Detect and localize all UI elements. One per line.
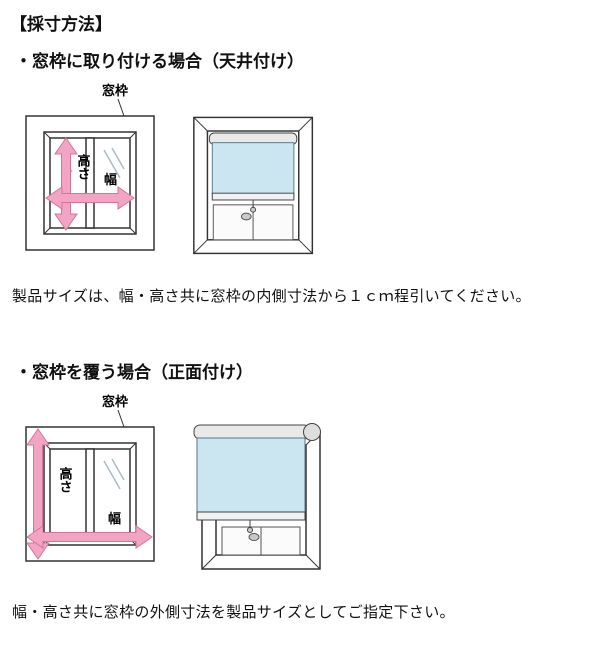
height-label: 高さ bbox=[57, 466, 73, 493]
width-label: 幅 bbox=[104, 172, 117, 188]
glass-reflection-lines bbox=[103, 458, 125, 490]
inside-mount-illustrations: 窓枠 高さ 幅 bbox=[20, 80, 590, 275]
frame-depth-lines bbox=[43, 131, 137, 235]
front-mount-illustrations: 窓枠 高さ 幅 bbox=[20, 391, 590, 591]
height-label: 高さ bbox=[75, 153, 91, 180]
pull-knob bbox=[250, 206, 256, 213]
frame-label-pointer bbox=[117, 98, 125, 117]
sash-lock bbox=[240, 212, 252, 221]
pull-knob bbox=[247, 527, 253, 533]
window-frame-inner-measure-diagram: 窓枠 高さ 幅 bbox=[25, 83, 155, 251]
frame-bevel-lines bbox=[193, 117, 313, 254]
front-mount-note: 幅・高さ共に窓枠の外側寸法を製品サイズとしてご指定下さい。 bbox=[12, 603, 455, 621]
window-mullion bbox=[85, 448, 95, 540]
bottom-rail bbox=[211, 192, 295, 201]
inside-mount-note: 製品サイズは、幅・高さ共に窓枠の内側寸法から１ｃｍ程引いてください。 bbox=[12, 287, 531, 305]
blind-fabric bbox=[211, 142, 295, 196]
page-title: 【採寸方法】 bbox=[10, 15, 112, 35]
measurement-guide-page: 【採寸方法】 ・窓枠に取り付ける場合（天井付け） bbox=[10, 15, 590, 622]
roller-tube bbox=[193, 424, 311, 440]
roller-blind-inside-diagram bbox=[193, 116, 314, 255]
height-arrow bbox=[54, 137, 78, 231]
frame-label: 窓枠 bbox=[102, 83, 128, 99]
bottom-rail bbox=[196, 511, 306, 521]
section-inside-mount: ・窓枠に取り付ける場合（天井付け） bbox=[10, 47, 590, 306]
frame-label-pointer bbox=[117, 409, 125, 428]
window-frame-outer-measure-diagram: 窓枠 高さ 幅 bbox=[25, 394, 155, 562]
section-front-mount: ・窓枠を覆う場合（正面付け） bbox=[10, 358, 590, 622]
width-arrow bbox=[26, 525, 153, 549]
roller-end-cap bbox=[303, 423, 321, 441]
blind-fabric bbox=[196, 437, 306, 515]
sash-lock bbox=[248, 533, 260, 541]
section-heading-front-mount: ・窓枠を覆う場合（正面付け） bbox=[15, 363, 253, 383]
lower-window bbox=[221, 526, 301, 556]
width-arrow bbox=[45, 186, 135, 210]
section-heading-inside-mount: ・窓枠に取り付ける場合（天井付け） bbox=[15, 52, 304, 72]
height-arrow bbox=[26, 428, 50, 560]
width-label: 幅 bbox=[108, 511, 121, 527]
window-mullion bbox=[85, 137, 95, 229]
roller-blind-covering-diagram bbox=[193, 423, 321, 570]
frame-label: 窓枠 bbox=[102, 394, 128, 410]
